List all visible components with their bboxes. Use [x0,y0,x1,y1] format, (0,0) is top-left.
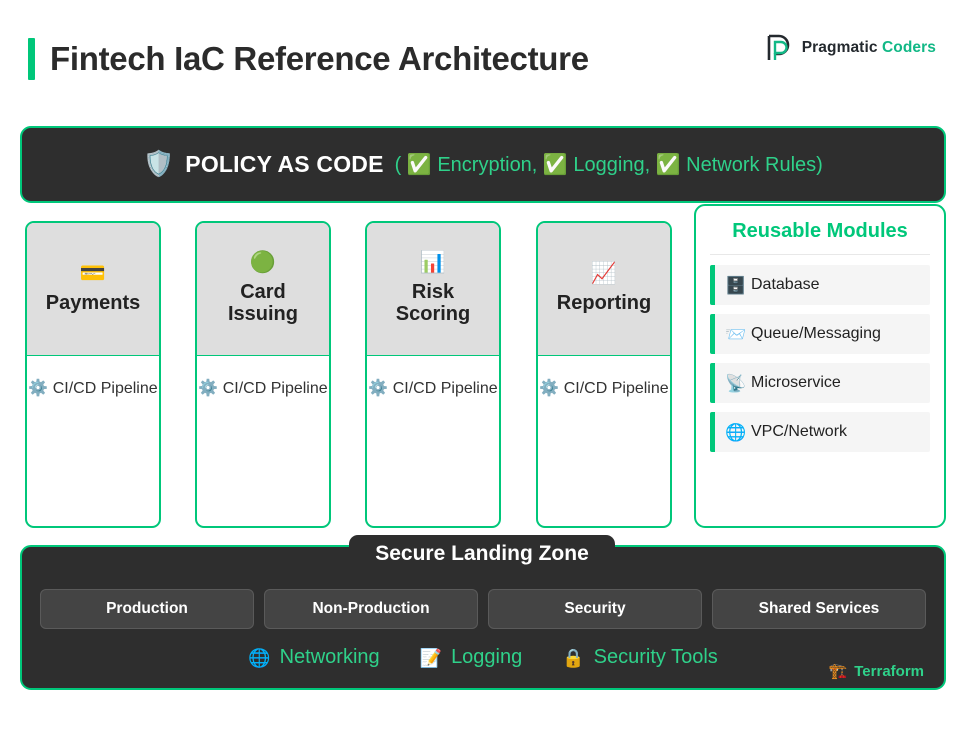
card-header: 📊 Risk Scoring [367,223,499,356]
brand-name: Pragmatic Coders [802,39,936,57]
card-body: ⚙️ CI/CD Pipeline [197,356,329,400]
card-title: Card Issuing [227,281,298,325]
card-title: Payments [45,292,141,315]
card-title: Risk Scoring [395,281,471,325]
policy-as-code-title: POLICY AS CODE [185,151,384,177]
policy-items-list: ( ✅ Encryption, ✅ Logging, ✅ Network Rul… [394,154,823,176]
card-body: ⚙️ CI/CD Pipeline [367,356,499,400]
brand-name-dark: Pragmatic [801,39,878,56]
globe-icon: 🌐 [725,422,747,442]
module-item-database[interactable]: 🗄️ Database [710,265,930,305]
page-header: Fintech IaC Reference Architecture Pragm… [0,0,972,108]
domain-card-reporting[interactable]: 📈 Reporting ⚙️ CI/CD Pipeline [536,221,672,528]
shield-icon: 🛡️ [143,150,175,178]
shared-services-row: 🌐 Networking 📝 Logging 🔒 Security Tools [22,646,944,669]
account-boxes: Production Non-Production Security Share… [40,589,926,629]
green-circle-icon: 🟢 [249,251,277,275]
pragmatic-coders-p-monogram-icon [766,34,792,62]
page-title: Fintech IaC Reference Architecture [50,40,589,77]
service-networking: 🌐 Networking [248,646,379,669]
card-header: 📈 Reporting [538,223,670,356]
account-box-non-production[interactable]: Non-Production [264,589,478,629]
service-logging: 📝 Logging [420,646,523,669]
terraform-badge: 🏗️ Terraform [829,663,924,680]
account-box-production[interactable]: Production [40,589,254,629]
service-label: Security Tools [593,646,718,668]
module-item-vpc-network[interactable]: 🌐 VPC/Network [710,412,930,452]
module-item-microservice[interactable]: 📡 Microservice [710,363,930,403]
module-label: Queue/Messaging [751,325,881,342]
database-icon: 🗄️ [725,275,747,295]
title-accent-bar [28,38,35,80]
terraform-construction-icon: 🏗️ [828,663,848,680]
cicd-pipeline-label: ⚙️ CI/CD Pipeline [368,380,498,397]
cicd-pipeline-label: ⚙️ CI/CD Pipeline [198,380,328,397]
service-label: Logging [451,646,523,668]
card-body: ⚙️ CI/CD Pipeline [538,356,670,400]
domain-card-payments[interactable]: 💳 Payments ⚙️ CI/CD Pipeline [25,221,161,528]
domain-card-card-issuing[interactable]: 🟢 Card Issuing ⚙️ CI/CD Pipeline [195,221,331,528]
policy-as-code-bar: 🛡️ POLICY AS CODE ( ✅ Encryption, ✅ Logg… [20,126,946,203]
service-security-tools: 🔒 Security Tools [562,646,718,669]
secure-landing-zone-title: Secure Landing Zone [375,542,589,565]
title-block: Fintech IaC Reference Architecture [28,38,589,80]
queue-messaging-icon: 📨 [725,324,747,344]
account-label: Security [564,600,626,617]
microservice-antenna-icon: 📡 [725,373,747,393]
service-label: Networking [279,646,380,668]
module-label: VPC/Network [751,423,848,440]
cicd-pipeline-label: ⚙️ CI/CD Pipeline [539,380,669,397]
account-label: Shared Services [758,600,880,617]
account-label: Production [106,600,188,617]
card-title: Reporting [556,292,652,315]
reusable-modules-title: Reusable Modules [710,220,930,255]
module-label: Microservice [751,374,841,391]
account-box-security[interactable]: Security [488,589,702,629]
bar-chart-icon: 📊 [419,251,447,275]
globe-icon: 🌐 [248,647,271,668]
reusable-modules-panel: Reusable Modules 🗄️ Database 📨 Queue/Mes… [694,204,946,528]
credit-card-icon: 💳 [79,262,107,286]
secure-landing-zone-tab: Secure Landing Zone [349,535,615,573]
card-header: 💳 Payments [27,223,159,356]
card-body: ⚙️ CI/CD Pipeline [27,356,159,400]
brand-name-green: Coders [877,39,936,56]
cicd-pipeline-label: ⚙️ CI/CD Pipeline [28,380,158,397]
lock-icon: 🔒 [562,647,585,668]
account-box-shared-services[interactable]: Shared Services [712,589,926,629]
line-chart-icon: 📈 [590,262,618,286]
card-header: 🟢 Card Issuing [197,223,329,356]
account-label: Non-Production [312,600,430,617]
brand-logo: Pragmatic Coders [766,34,936,62]
domain-card-risk-scoring[interactable]: 📊 Risk Scoring ⚙️ CI/CD Pipeline [365,221,501,528]
logging-note-icon: 📝 [419,647,443,668]
terraform-label: Terraform [854,663,924,680]
module-label: Database [751,276,820,293]
module-item-queue-messaging[interactable]: 📨 Queue/Messaging [710,314,930,354]
